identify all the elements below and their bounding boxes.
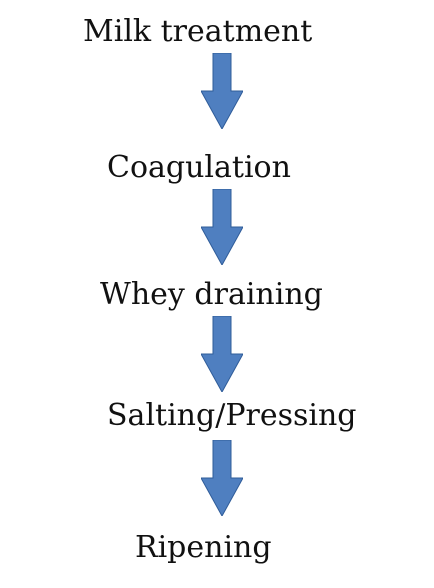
step-milk-treatment: Milk treatment (83, 14, 313, 49)
down-arrow-icon (201, 440, 243, 516)
down-arrow-icon (201, 316, 243, 392)
step-coagulation: Coagulation (107, 150, 291, 185)
down-arrow-icon (201, 189, 243, 265)
step-salting-pressing: Salting/Pressing (107, 398, 357, 433)
down-arrow-icon (201, 53, 243, 129)
step-whey-draining: Whey draining (100, 277, 323, 312)
step-ripening: Ripening (135, 530, 272, 565)
